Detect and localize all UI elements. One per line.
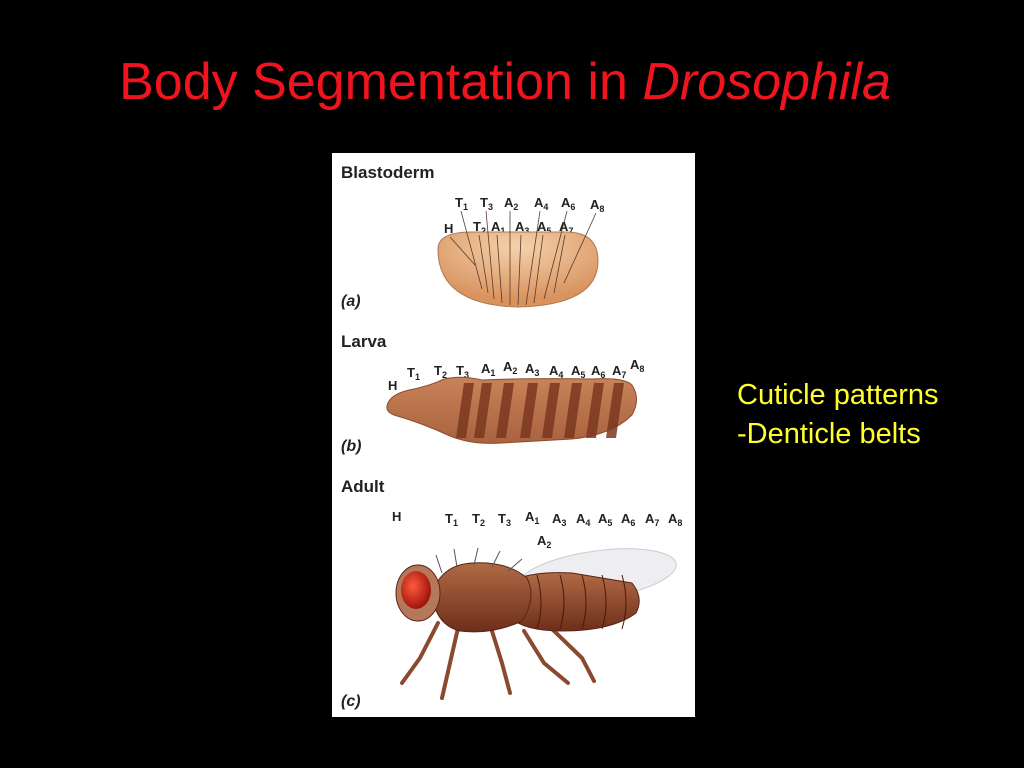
title-plain-text: Body Segmentation in (119, 53, 628, 111)
panel-c-segment-label-a7: A7 (645, 511, 659, 528)
panel-c-segment-label-a4: A4 (576, 511, 590, 528)
leader-line (496, 234, 503, 304)
abdomen-segment-line (621, 574, 627, 630)
panel-c-segment-label-t2: T2 (472, 511, 485, 528)
panel-c-segment-label-a8: A8 (668, 511, 682, 528)
panel-b-segment-label-t3: T3 (456, 363, 469, 380)
larva-band (496, 383, 514, 438)
panel-b-heading: Larva (341, 332, 387, 351)
larva-band (474, 383, 492, 438)
blastoderm-embryo (437, 231, 599, 308)
panel-a-segment-label-a2: A2 (504, 195, 518, 212)
panel-c-caption: (c) (341, 693, 361, 710)
panel-c-heading: Adult (341, 477, 385, 496)
larva-band (520, 383, 538, 438)
panel-a-segment-label-a1: A1 (491, 219, 505, 236)
slide-title: Body Segmentation in Drosophila (0, 50, 1010, 114)
panel-c-segment-label-a1: A1 (525, 509, 539, 526)
fly-thorax (431, 562, 532, 633)
panel-b-segment-label-a6: A6 (591, 363, 605, 380)
larva-band (606, 383, 624, 438)
leader-line (485, 210, 495, 300)
note-denticle-belts: -Denticle belts (737, 418, 921, 450)
larva-band (456, 383, 474, 438)
fly-legs (400, 621, 596, 700)
leader-line (543, 210, 568, 300)
larva-band (586, 383, 604, 438)
panel-a-segment-label-t1: T1 (455, 195, 468, 212)
leader-line (533, 234, 544, 304)
panel-a-segment-label-a6: A6 (561, 195, 575, 212)
panel-c-segment-label-a2: A2 (537, 533, 551, 550)
panel-b-caption: (b) (341, 438, 361, 455)
panel-a-segment-label-a5: A5 (537, 219, 551, 236)
side-notes: Cuticle patterns -Denticle belts (737, 376, 939, 454)
leader-line (553, 234, 566, 294)
larva-band (564, 383, 582, 438)
panel-b-segment-label-a1: A1 (481, 361, 495, 378)
adult-fly (395, 547, 677, 700)
abdomen-segment-line (536, 574, 542, 630)
larva-segment-bands (456, 383, 624, 438)
larva-band (542, 383, 560, 438)
leader-line (449, 236, 476, 266)
panel-b-segment-label-h: H (388, 378, 397, 393)
leader-line (525, 210, 541, 306)
leader-line (563, 212, 597, 284)
abdomen-segment-line (559, 574, 565, 630)
panel-a-segment-label-a4: A4 (534, 195, 548, 212)
panel-c-segment-label-t1: T1 (445, 511, 458, 528)
panel-c-segment-label-a6: A6 (621, 511, 635, 528)
panel-a-segment-label-a7: A7 (559, 219, 573, 236)
panel-a-leader-lines (449, 210, 597, 306)
panel-b-segment-label-t1: T1 (407, 365, 420, 382)
fly-eye (401, 571, 431, 609)
panel-b-segment-label-a8: A8 (630, 357, 644, 374)
panel-c-segment-label-t3: T3 (498, 511, 511, 528)
panel-b-segment-label-a4: A4 (549, 363, 563, 380)
panel-b-segment-label-t2: T2 (434, 363, 447, 380)
panel-c-segment-label-h: H (392, 509, 401, 524)
panel-b-segment-label-a2: A2 (503, 359, 517, 376)
abdomen-segment-line (581, 574, 587, 630)
panel-b-segment-label-a3: A3 (525, 361, 539, 378)
panel-b-segment-label-a7: A7 (612, 363, 626, 380)
fly-bristles (435, 547, 523, 574)
panel-c-segment-label-a3: A3 (552, 511, 566, 528)
leader-line (478, 234, 489, 294)
panel-a-heading: Blastoderm (341, 163, 435, 182)
panel-a-segment-label-a3: A3 (515, 219, 529, 236)
panel-c-segment-label-a5: A5 (598, 511, 612, 528)
panel-a-segment-label-t3: T3 (480, 195, 493, 212)
title-italic-text: Drosophila (642, 53, 891, 111)
leader-line (460, 210, 483, 290)
abdomen-segment-line (601, 574, 607, 630)
leader-line (517, 234, 522, 306)
panel-a-segment-label-t2: T2 (473, 219, 486, 236)
note-cuticle-patterns: Cuticle patterns (737, 379, 939, 411)
panel-a-segment-label-h: H (444, 221, 453, 236)
panel-b-segment-label-a5: A5 (571, 363, 585, 380)
panel-a-caption: (a) (341, 293, 361, 310)
fly-abdomen-segments (536, 574, 627, 630)
panel-a-segment-label-a8: A8 (590, 197, 604, 214)
